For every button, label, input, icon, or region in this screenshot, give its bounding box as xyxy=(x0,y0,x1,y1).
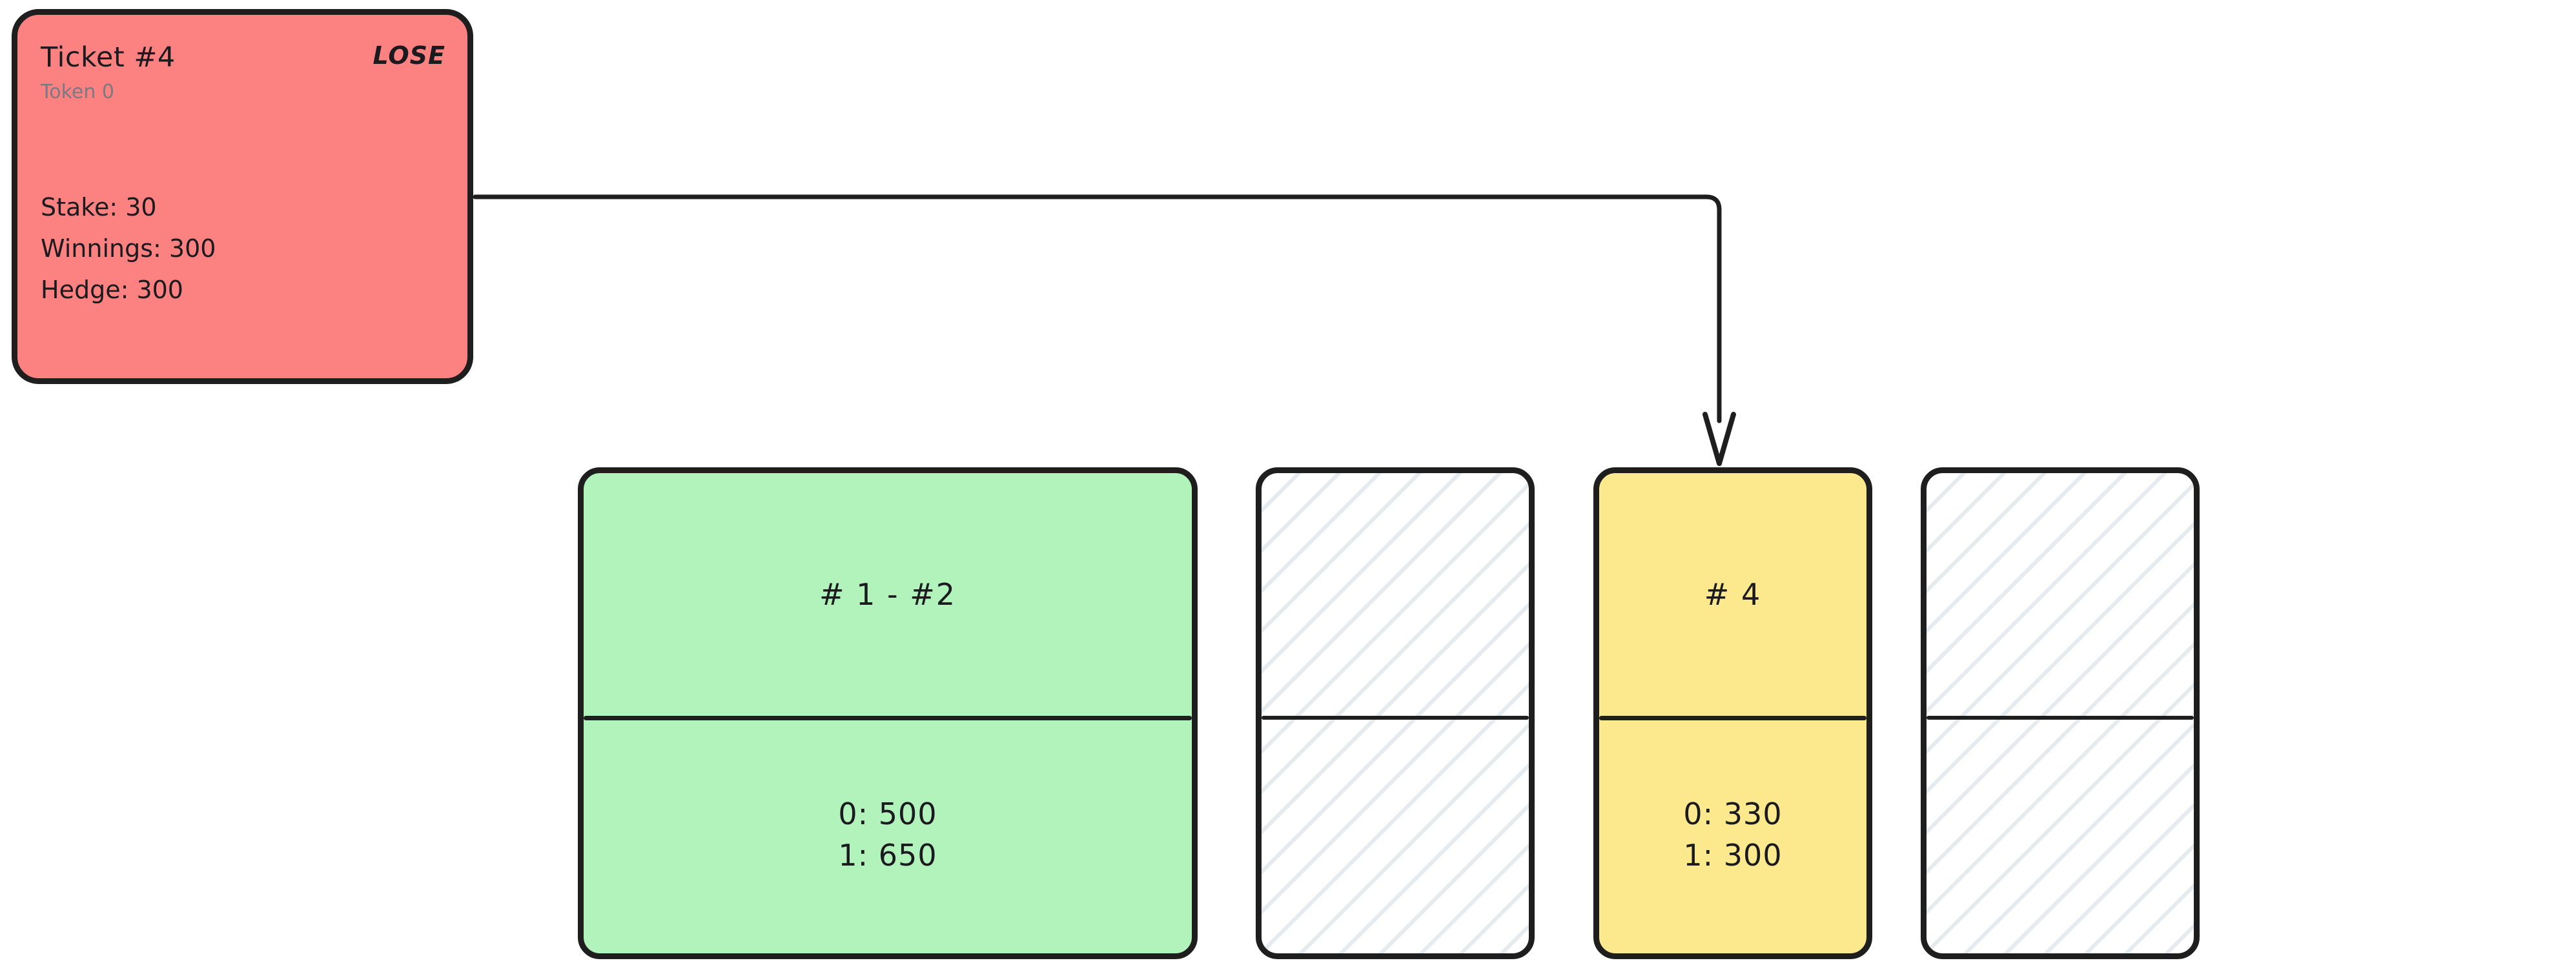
slot-3-divider xyxy=(1599,715,1866,720)
slot-1-bottom: 0: 500 1: 650 xyxy=(584,716,1192,953)
arrowhead-icon xyxy=(1702,412,1736,466)
slot-1-label: # 1 - #2 xyxy=(819,576,957,612)
slot-1-top: # 1 - #2 xyxy=(584,473,1192,716)
slot-3-value-1: 1: 300 xyxy=(1683,837,1783,873)
slot-2-divider xyxy=(1262,715,1529,720)
ticket-token-label: Token 0 xyxy=(41,81,114,103)
ticket-stat-hedge: Hedge: 300 xyxy=(41,276,183,304)
slot-card-3[interactable]: # 4 0: 330 1: 300 xyxy=(1593,467,1872,959)
ticket-title: Ticket #4 xyxy=(41,41,176,74)
slot-card-2[interactable] xyxy=(1256,467,1535,959)
slot-2-bottom xyxy=(1262,716,1529,953)
slot-3-bottom: 0: 330 1: 300 xyxy=(1599,716,1866,953)
slot-4-top xyxy=(1927,473,2194,716)
ticket-header: Ticket #4 LOSE xyxy=(41,43,445,72)
slot-3-value-0: 0: 330 xyxy=(1683,796,1783,831)
ticket-result-badge: LOSE xyxy=(373,41,445,70)
slot-4-bottom xyxy=(1927,716,2194,953)
slot-2-top xyxy=(1262,473,1529,716)
slot-3-label: # 4 xyxy=(1704,576,1762,612)
slot-4-divider xyxy=(1927,715,2194,720)
slot-3-top: # 4 xyxy=(1599,473,1866,716)
ticket-stat-winnings: Winnings: 300 xyxy=(41,234,216,263)
ticket-stats: Stake: 30 Winnings: 300 Hedge: 300 xyxy=(41,187,448,310)
slot-card-4[interactable] xyxy=(1921,467,2200,959)
slot-1-value-0: 0: 500 xyxy=(838,796,937,831)
slot-card-1[interactable]: # 1 - #2 0: 500 1: 650 xyxy=(578,467,1198,959)
slot-1-value-1: 1: 650 xyxy=(838,837,937,873)
connector-path xyxy=(473,194,1722,423)
ticket-card[interactable]: Ticket #4 LOSE Token 0 Stake: 30 Winning… xyxy=(12,9,473,384)
slot-1-divider xyxy=(584,715,1192,720)
ticket-stat-stake: Stake: 30 xyxy=(41,193,157,221)
